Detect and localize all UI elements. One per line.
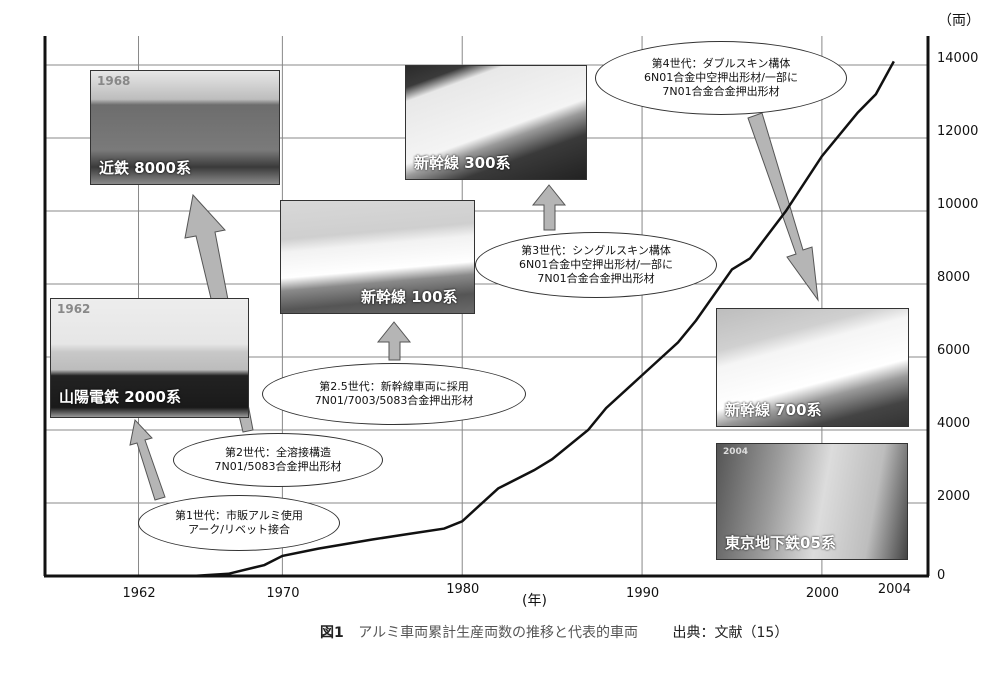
- figure-title: アルミ車両累計生産両数の推移と代表的車両: [358, 625, 639, 641]
- photo-caption: 新幹線 700系: [725, 401, 822, 419]
- annotation-gen4: 第4世代：ダブルスキン構体 6N01合金中空押出形材/一部に 7N01合金合金押…: [595, 41, 847, 115]
- photo-shinkansen-700: 新幹線 700系: [716, 308, 909, 427]
- photo-kintetsu-8000: 1968 近鉄 8000系: [90, 70, 280, 185]
- figure-number: 図1: [320, 625, 344, 641]
- annotation-line: 第2世代：全溶接構造: [225, 446, 331, 459]
- x-axis-label: (年): [522, 593, 547, 609]
- y-tick-label: 0: [937, 568, 946, 583]
- annotation-gen2-5: 第2.5世代：新幹線車両に採用 7N01/7003/5083合金押出形材: [262, 363, 526, 425]
- annotation-line: 第1世代：市販アルミ使用: [175, 509, 303, 522]
- annotation-gen2: 第2世代：全溶接構造 7N01/5083合金押出形材: [173, 433, 383, 487]
- photo-caption: 山陽電鉄 2000系: [59, 388, 181, 406]
- photo-year: 2004: [723, 447, 749, 457]
- y-tick-label: 2000: [937, 489, 971, 504]
- annotation-line: アーク/リベット接合: [187, 523, 291, 536]
- photo-caption: 東京地下鉄05系: [725, 534, 836, 552]
- photo-caption: 新幹線 300系: [414, 154, 511, 172]
- y-tick-label: 10000: [937, 197, 979, 212]
- photo-shinkansen-100: 新幹線 100系: [280, 200, 475, 314]
- x-tick-label: 1980: [446, 582, 480, 597]
- annotation-gen3: 第3世代：シングルスキン構体 6N01合金中空押出形材/一部に 7N01合金合金…: [475, 232, 717, 298]
- y-tick-label: 4000: [937, 416, 971, 431]
- photo-sanyo-2000: 1962 山陽電鉄 2000系: [50, 298, 249, 418]
- y-tick-label: 6000: [937, 343, 971, 358]
- arrow-gen2.5: [376, 321, 412, 361]
- y-tick-label: 12000: [937, 124, 979, 139]
- annotation-line: 第4世代：ダブルスキン構体: [651, 57, 791, 70]
- y-tick-label: 8000: [937, 270, 971, 285]
- arrow-gen1: [129, 418, 166, 501]
- photo-shinkansen-300: 新幹線 300系: [405, 65, 587, 180]
- photo-year: 1962: [57, 302, 91, 316]
- series-line: [138, 60, 895, 578]
- x-tick-label: 2004: [877, 582, 911, 597]
- arrow-gen4: [747, 112, 819, 302]
- annotation-line: 6N01合金中空押出形材/一部に: [644, 71, 798, 84]
- annotation-line: 第3世代：シングルスキン構体: [521, 244, 671, 257]
- annotation-line: 6N01合金中空押出形材/一部に: [519, 258, 673, 271]
- photo-tokyo-metro-05: 2004 東京地下鉄05系: [716, 443, 908, 560]
- annotation-line: 7N01/5083合金押出形材: [214, 460, 342, 473]
- x-tick-label: 2000: [805, 586, 839, 601]
- annotation-line: 7N01合金合金押出形材: [537, 272, 655, 285]
- annotation-gen1: 第1世代：市販アルミ使用 アーク/リベット接合: [138, 495, 340, 551]
- photo-caption: 近鉄 8000系: [99, 159, 191, 177]
- photo-year: 1968: [97, 74, 131, 88]
- figure-source: 出典：文献（15）: [672, 625, 789, 641]
- x-tick-label: 1962: [122, 586, 156, 601]
- figure-caption: 図1 アルミ車両累計生産両数の推移と代表的車両 出典：文献（15）: [320, 622, 788, 642]
- arrow-gen3: [531, 184, 567, 231]
- annotation-line: 7N01合金合金押出形材: [662, 85, 780, 98]
- photo-caption: 新幹線 100系: [361, 288, 458, 306]
- y-tick-label: 14000: [937, 51, 979, 66]
- y-axis-label: （両）: [938, 13, 980, 29]
- annotation-line: 第2.5世代：新幹線車両に採用: [319, 380, 469, 393]
- x-tick-label: 1990: [626, 586, 660, 601]
- x-tick-label: 1970: [266, 586, 300, 601]
- annotation-line: 7N01/7003/5083合金押出形材: [314, 394, 474, 407]
